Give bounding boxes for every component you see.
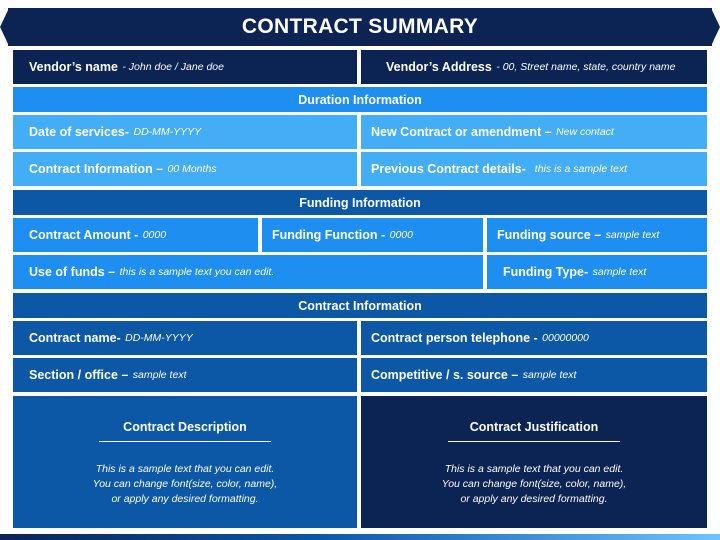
competitive-source-cell: Competitive / s. source – sample text	[361, 358, 707, 392]
vendor-address-label: Vendor’s Address	[386, 60, 492, 74]
funding-source-value: sample text	[605, 229, 660, 241]
section-office-label: Section / office –	[29, 368, 129, 382]
section-office-cell: Section / office – sample text	[13, 358, 357, 392]
use-of-funds-label: Use of funds –	[29, 265, 116, 279]
funding-header-label: Funding Information	[299, 195, 421, 210]
contract-information-cell: Contract Information – 00 Months	[13, 152, 357, 186]
funding-type-cell: Funding Type- sample text	[487, 255, 707, 289]
contract-justification-text: This is a sample text that you can edit.…	[442, 462, 626, 507]
contract-information-header: Contract Information	[13, 293, 707, 318]
contract-amount-value: 0000	[142, 229, 167, 241]
funding-header: Funding Information	[13, 190, 707, 215]
contract-amount-cell: Contract Amount - 0000	[13, 218, 258, 252]
funding-source-label: Funding source –	[497, 228, 602, 242]
new-contract-value: New contact	[556, 126, 614, 138]
contract-description-line: This is a sample text that you can edit.	[95, 463, 275, 475]
date-of-services-cell: Date of services- DD-MM-YYYY	[13, 115, 357, 149]
funding-type-value: sample text	[592, 266, 647, 278]
date-of-services-label: Date of services-	[29, 125, 130, 139]
funding-function-value: 0000	[389, 229, 413, 241]
title-banner-body: CONTRACT SUMMARY	[8, 8, 712, 46]
duration-header-label: Duration Information	[298, 92, 422, 107]
vendor-name-value: - John doe / Jane doe	[122, 61, 224, 73]
contract-amount-label: Contract Amount -	[29, 228, 139, 242]
contract-information-label: Contract Information –	[29, 162, 164, 176]
funding-function-cell: Funding Function - 0000	[262, 218, 483, 252]
contract-description-text: This is a sample text that you can edit.…	[93, 462, 277, 507]
vendor-name-cell: Vendor’s name - John doe / Jane doe	[13, 50, 357, 84]
previous-contract-cell: Previous Contract details- this is a sam…	[361, 152, 707, 186]
contract-justification-line: This is a sample text that you can edit.	[444, 463, 624, 475]
funding-type-label: Funding Type-	[503, 265, 589, 279]
contract-phone-value: 00000000	[542, 332, 589, 344]
funding-function-label: Funding Function -	[272, 228, 386, 242]
contract-name-value: DD-MM-YYYY	[125, 332, 193, 344]
contract-justification-title: Contract Justification	[469, 420, 599, 434]
use-of-funds-value: this is a sample text you can edit.	[119, 266, 275, 278]
section-office-value: sample text	[132, 369, 187, 381]
vendor-address-cell: Vendor’s Address - 00, Street name, stat…	[361, 50, 707, 84]
previous-contract-value: this is a sample text	[534, 163, 627, 175]
funding-source-cell: Funding source – sample text	[487, 218, 707, 252]
contract-phone-label: Contract person telephone -	[371, 331, 538, 345]
banner-left-notch	[0, 8, 9, 46]
contract-justification-line: You can change font(size, color, name),	[441, 478, 627, 490]
contract-description-line: You can change font(size, color, name),	[92, 478, 278, 490]
competitive-source-value: sample text	[522, 369, 577, 381]
duration-header: Duration Information	[13, 87, 707, 112]
vendor-name-label: Vendor’s name	[29, 60, 118, 74]
title-banner: CONTRACT SUMMARY	[0, 8, 720, 46]
contract-information-header-label: Contract Information	[298, 298, 422, 313]
previous-contract-label: Previous Contract details-	[371, 162, 526, 176]
new-contract-label: New Contract or amendment –	[371, 125, 552, 139]
new-contract-cell: New Contract or amendment – New contact	[361, 115, 707, 149]
bottom-accent-strip	[0, 534, 720, 540]
competitive-source-label: Competitive / s. source –	[371, 368, 519, 382]
contract-justification-line: or apply any desired formatting.	[460, 493, 608, 505]
contract-phone-cell: Contract person telephone - 00000000	[361, 321, 707, 355]
date-of-services-value: DD-MM-YYYY	[133, 126, 202, 138]
vendor-address-value: - 00, Street name, state, country name	[496, 61, 676, 73]
contract-justification-divider	[448, 441, 620, 442]
contract-description-divider	[99, 441, 271, 442]
contract-justification-box: Contract Justification This is a sample …	[361, 396, 707, 528]
contract-information-value: 00 Months	[167, 163, 217, 175]
contract-description-line: or apply any desired formatting.	[111, 493, 259, 505]
contract-description-title: Contract Description	[123, 420, 247, 434]
page-title: CONTRACT SUMMARY	[241, 15, 479, 38]
use-of-funds-cell: Use of funds – this is a sample text you…	[13, 255, 483, 289]
banner-right-notch	[711, 8, 720, 46]
contract-name-label: Contract name-	[29, 331, 121, 345]
contract-description-box: Contract Description This is a sample te…	[13, 396, 357, 528]
contract-name-cell: Contract name- DD-MM-YYYY	[13, 321, 357, 355]
